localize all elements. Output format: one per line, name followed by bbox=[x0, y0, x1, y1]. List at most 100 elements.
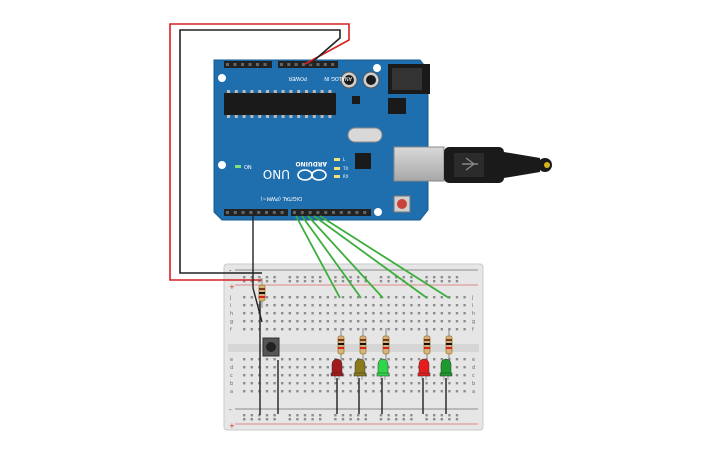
breadboard-hole[interactable] bbox=[243, 296, 246, 299]
breadboard-hole[interactable] bbox=[303, 312, 307, 315]
breadboard-hole[interactable] bbox=[387, 304, 390, 307]
rail-hole[interactable] bbox=[288, 418, 291, 421]
breadboard-hole[interactable] bbox=[455, 312, 459, 315]
breadboard-hole[interactable] bbox=[455, 304, 459, 307]
power-header[interactable] bbox=[278, 61, 338, 68]
breadboard-hole[interactable] bbox=[440, 390, 443, 393]
rail-hole[interactable] bbox=[311, 280, 314, 283]
digital-pin[interactable] bbox=[324, 211, 328, 214]
rail-hole[interactable] bbox=[402, 414, 405, 417]
breadboard-hole[interactable] bbox=[463, 328, 466, 331]
rail-hole[interactable] bbox=[357, 280, 360, 283]
breadboard-hole[interactable] bbox=[455, 374, 459, 377]
rail-hole[interactable] bbox=[364, 418, 367, 421]
breadboard-hole[interactable] bbox=[364, 358, 367, 361]
breadboard-hole[interactable] bbox=[311, 320, 314, 323]
breadboard-hole[interactable] bbox=[265, 390, 269, 393]
breadboard-hole[interactable] bbox=[448, 320, 451, 323]
breadboard-hole[interactable] bbox=[250, 366, 253, 369]
breadboard-hole[interactable] bbox=[372, 304, 375, 307]
breadboard-hole[interactable] bbox=[311, 374, 314, 377]
rail-hole[interactable] bbox=[243, 418, 246, 421]
analog-pin[interactable] bbox=[263, 63, 267, 66]
breadboard-hole[interactable] bbox=[433, 390, 436, 393]
power-pin[interactable] bbox=[294, 63, 298, 66]
breadboard-hole[interactable] bbox=[288, 296, 291, 299]
digital-pin[interactable] bbox=[249, 211, 253, 214]
breadboard-hole[interactable] bbox=[364, 296, 367, 299]
rail-hole[interactable] bbox=[341, 276, 345, 279]
breadboard-hole[interactable] bbox=[288, 374, 291, 377]
analog-pin[interactable] bbox=[256, 63, 259, 66]
rail-hole[interactable] bbox=[410, 276, 413, 279]
rail-hole[interactable] bbox=[425, 414, 428, 417]
rail-hole[interactable] bbox=[349, 414, 352, 417]
ground-wire[interactable] bbox=[179, 29, 341, 274]
breadboard-hole[interactable] bbox=[357, 304, 360, 307]
analog-header[interactable] bbox=[224, 61, 272, 68]
power-pin[interactable] bbox=[331, 63, 335, 66]
breadboard-hole[interactable] bbox=[265, 328, 269, 331]
breadboard-hole[interactable] bbox=[303, 390, 307, 393]
breadboard-hole[interactable] bbox=[425, 304, 428, 307]
breadboard-hole[interactable] bbox=[288, 366, 291, 369]
breadboard-hole[interactable] bbox=[379, 296, 383, 299]
breadboard-hole[interactable] bbox=[326, 312, 329, 315]
breadboard-hole[interactable] bbox=[265, 366, 269, 369]
breadboard-hole[interactable] bbox=[372, 296, 375, 299]
signal-wire[interactable] bbox=[319, 215, 450, 299]
rail-hole[interactable] bbox=[319, 280, 322, 283]
breadboard-hole[interactable] bbox=[357, 328, 360, 331]
breadboard-hole[interactable] bbox=[448, 304, 451, 307]
breadboard-hole[interactable] bbox=[326, 320, 329, 323]
digital-pin[interactable] bbox=[308, 211, 312, 214]
rail-hole[interactable] bbox=[448, 414, 451, 417]
breadboard-hole[interactable] bbox=[379, 390, 383, 393]
breadboard-hole[interactable] bbox=[402, 366, 405, 369]
breadboard-hole[interactable] bbox=[243, 390, 246, 393]
rail-hole[interactable] bbox=[440, 280, 443, 283]
digital-pin[interactable] bbox=[363, 211, 367, 214]
breadboard-hole[interactable] bbox=[433, 296, 436, 299]
breadboard-hole[interactable] bbox=[349, 358, 352, 361]
breadboard-hole[interactable] bbox=[395, 358, 398, 361]
breadboard-hole[interactable] bbox=[387, 312, 390, 315]
breadboard-hole[interactable] bbox=[349, 390, 352, 393]
breadboard-hole[interactable] bbox=[395, 374, 398, 377]
breadboard-hole[interactable] bbox=[402, 320, 405, 323]
breadboard-hole[interactable] bbox=[372, 366, 375, 369]
breadboard-hole[interactable] bbox=[379, 304, 383, 307]
signal-wire[interactable] bbox=[295, 215, 341, 299]
digital-pin[interactable] bbox=[355, 211, 359, 214]
rail-hole[interactable] bbox=[402, 418, 405, 421]
breadboard-hole[interactable] bbox=[440, 304, 443, 307]
breadboard-hole[interactable] bbox=[341, 312, 345, 315]
rail-hole[interactable] bbox=[288, 414, 291, 417]
digital-pin[interactable] bbox=[293, 211, 296, 214]
breadboard-hole[interactable] bbox=[334, 382, 337, 385]
rail-hole[interactable] bbox=[364, 414, 367, 417]
breadboard-hole[interactable] bbox=[265, 312, 269, 315]
rail-hole[interactable] bbox=[334, 276, 337, 279]
power-pin[interactable] bbox=[301, 63, 305, 66]
breadboard-hole[interactable] bbox=[463, 358, 466, 361]
breadboard-hole[interactable] bbox=[402, 358, 405, 361]
breadboard-hole[interactable] bbox=[357, 312, 360, 315]
breadboard-hole[interactable] bbox=[455, 320, 459, 323]
breadboard-hole[interactable] bbox=[433, 366, 436, 369]
breadboard-hole[interactable] bbox=[364, 304, 367, 307]
analog-pin[interactable] bbox=[248, 63, 252, 66]
breadboard-hole[interactable] bbox=[448, 390, 451, 393]
breadboard-hole[interactable] bbox=[250, 304, 253, 307]
rail-hole[interactable] bbox=[364, 280, 367, 283]
breadboard-hole[interactable] bbox=[265, 382, 269, 385]
breadboard-hole[interactable] bbox=[341, 320, 345, 323]
digital-pin[interactable] bbox=[280, 211, 284, 214]
rail-hole[interactable] bbox=[387, 276, 390, 279]
breadboard-hole[interactable] bbox=[417, 358, 421, 361]
breadboard-hole[interactable] bbox=[250, 390, 253, 393]
rail-hole[interactable] bbox=[440, 414, 443, 417]
breadboard-hole[interactable] bbox=[319, 358, 322, 361]
breadboard-hole[interactable] bbox=[303, 366, 307, 369]
digital-pin[interactable] bbox=[257, 211, 261, 214]
